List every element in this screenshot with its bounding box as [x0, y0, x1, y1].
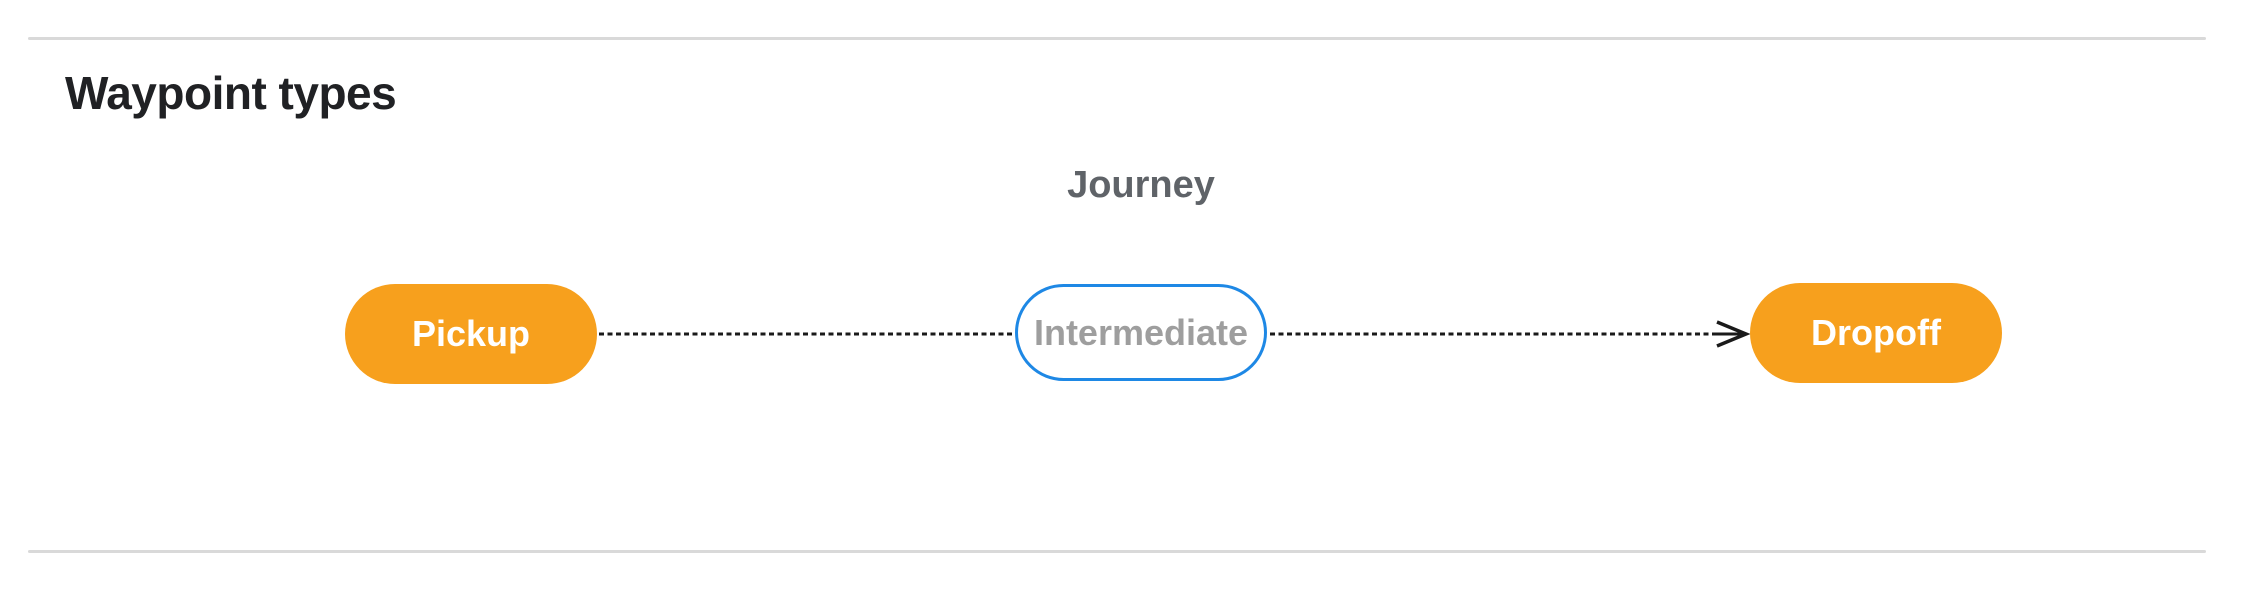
bottom-divider: [28, 550, 2206, 553]
top-divider: [28, 37, 2206, 40]
node-intermediate-label: Intermediate: [1033, 311, 1249, 353]
node-intermediate: Intermediate: [1015, 284, 1267, 381]
arrowhead-icon: [1716, 320, 1751, 348]
node-pickup-label: Pickup: [411, 313, 531, 354]
node-dropoff: Dropoff: [1750, 283, 2002, 383]
journey-label: Journey: [1067, 164, 1215, 206]
node-pickup: Pickup: [345, 284, 597, 384]
node-dropoff-label: Dropoff: [1811, 312, 1941, 353]
section-title: Waypoint types: [65, 67, 397, 119]
